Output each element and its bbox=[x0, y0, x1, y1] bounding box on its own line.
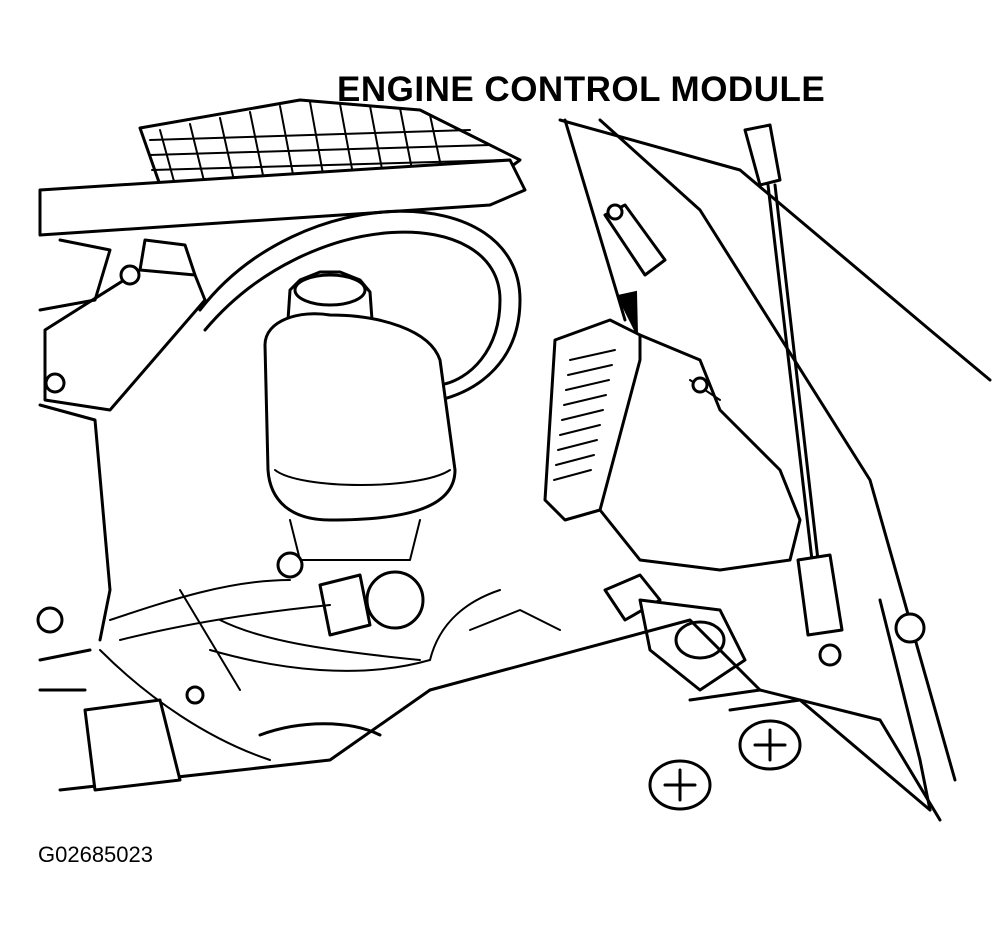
hood-support-strut bbox=[743, 123, 844, 637]
right-fender bbox=[558, 118, 992, 382]
brake-fluid-reservoir bbox=[263, 312, 457, 522]
engine-control-module bbox=[543, 318, 802, 572]
battery-positive-terminal-2 bbox=[648, 759, 712, 811]
callout-label: ENGINE CONTROL MODULE bbox=[337, 70, 826, 109]
callout-arrow bbox=[563, 118, 638, 335]
battery-cable-terminal bbox=[603, 573, 747, 692]
cowl-panel bbox=[38, 158, 527, 237]
reservoir-cap bbox=[286, 270, 374, 322]
figure-id: G02685023 bbox=[38, 842, 153, 867]
left-bracket bbox=[43, 268, 207, 412]
coolant-hose bbox=[198, 209, 522, 402]
battery-positive-terminal-1 bbox=[738, 719, 802, 771]
brake-lines bbox=[99, 579, 561, 761]
